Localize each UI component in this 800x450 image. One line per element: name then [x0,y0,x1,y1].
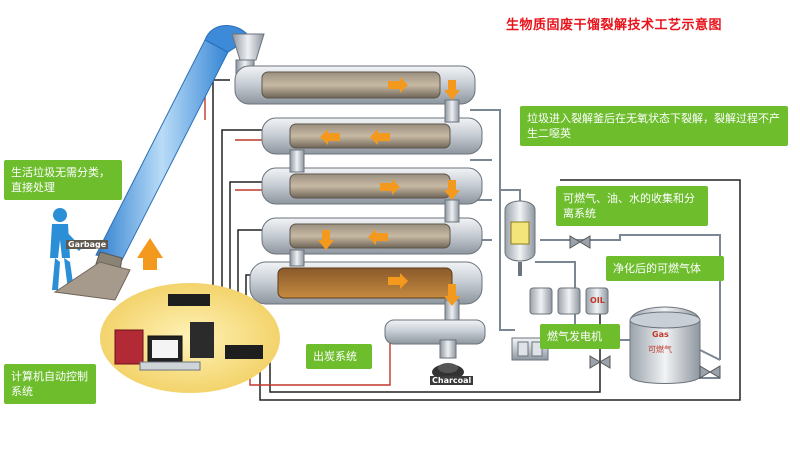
reactor-5 [249,261,483,305]
storage-barrels [529,287,609,315]
gas-cn-tag: 可燃气 [648,345,672,354]
household-waste-note: 生活垃圾无需分类，直接处理 [4,160,122,200]
gas-storage-tank [629,306,701,384]
gas-tag: Gas [652,330,669,339]
reactor-1 [234,65,476,105]
generator-unit [511,337,549,361]
garbage-tag: Garbage [66,240,109,249]
flow-arrows [137,77,460,306]
charcoal-discharge [384,319,486,380]
generator-note: 燃气发电机 [540,324,620,349]
oil-tag: OIL [590,296,605,305]
garbage-pile [53,261,131,301]
diagram-title: 生物质固废干馏裂解技术工艺示意图 [506,18,723,33]
gas-separator [504,200,536,276]
computer-control-note: 计算机自动控制系统 [4,364,96,404]
control-room [100,283,280,393]
purified-gas-note: 净化后的可燃气体 [606,256,724,281]
valves [569,235,721,379]
feed-conveyor [91,25,251,283]
reactor-3 [261,167,483,205]
pyrolysis-note: 垃圾进入裂解釜后在无氧状态下裂解，裂解过程不产生二噁英 [520,106,788,146]
charcoal-tag: Charcoal [430,376,474,385]
charcoal-system-note: 出炭系统 [306,344,372,369]
gas-collection-note: 可燃气、油、水的收集和分离系统 [556,186,708,226]
